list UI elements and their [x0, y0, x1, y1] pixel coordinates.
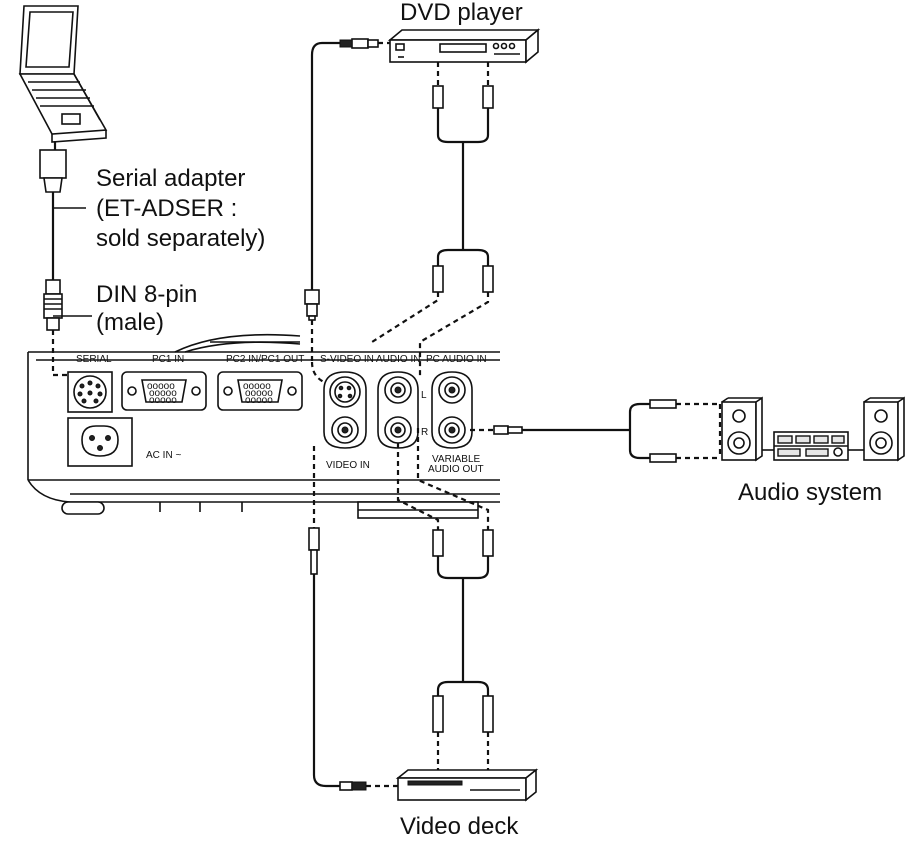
left-channel-label: L [421, 390, 427, 401]
audio-system-label: Audio system [738, 479, 882, 506]
svg-text:ooooo: ooooo [149, 395, 177, 406]
s-video-in-label: S-VIDEO IN [320, 354, 374, 365]
variable-label-2: AUDIO OUT [428, 464, 484, 475]
right-channel-label: R [421, 427, 428, 438]
svg-text:ooooo: ooooo [245, 388, 273, 399]
amplifier-icon [762, 431, 864, 461]
serial-port-label: SERIAL [76, 354, 112, 365]
serial-adapter-label-2: (ET-ADSER : [96, 195, 237, 222]
pc-audio-in-label: PC AUDIO IN [426, 354, 487, 365]
laptop-icon [18, 5, 108, 143]
svg-text:ooooo: ooooo [243, 381, 271, 392]
variable-label-1: VARIABLE [432, 454, 480, 465]
video-in-label: VIDEO IN [326, 460, 370, 471]
dvd-audio-cable [371, 62, 494, 376]
svg-text:ooooo: ooooo [149, 388, 177, 399]
din-label-1: DIN 8-pin [96, 281, 197, 308]
pc2-in-pc1-out-label: PC2 IN/PC1 OUT [226, 354, 304, 365]
s-video-cable [304, 38, 390, 387]
projector-rear-panel: SERIAL PC1 IN ooooo ooooo ooooo PC2 IN/P… [27, 333, 500, 519]
serial-adapter-label-1: Serial adapter [96, 165, 245, 192]
audio-in-label: AUDIO IN [376, 354, 420, 365]
dvd-player-label: DVD player [400, 0, 523, 26]
audio-output-cable [470, 399, 722, 463]
serial-adapter-icon [39, 141, 92, 377]
dvd-player-icon [387, 28, 541, 64]
svg-text:ooooo: ooooo [245, 395, 273, 406]
video-deck-icon [395, 768, 539, 802]
speaker-icon-right [863, 396, 905, 462]
video-deck-audio-cable [396, 428, 494, 770]
speaker-icon-left [721, 396, 763, 462]
video-deck-label: Video deck [400, 813, 519, 840]
serial-adapter-label-3: sold separately) [96, 225, 265, 252]
pc1-in-label: PC1 IN [152, 354, 184, 365]
video-cable [308, 446, 398, 791]
din-label-2: (male) [96, 309, 164, 336]
ac-in-label: AC IN ~ [146, 450, 181, 461]
svg-text:ooooo: ooooo [147, 381, 175, 392]
